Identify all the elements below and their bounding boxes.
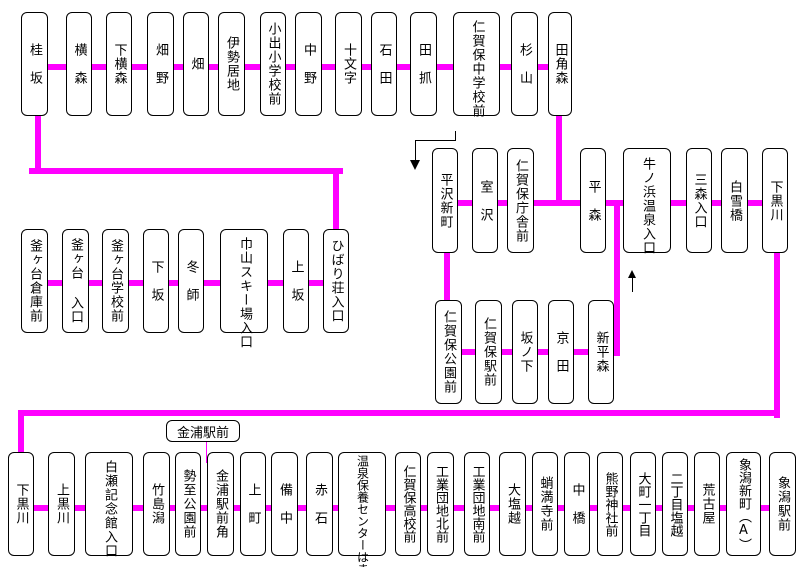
- stop-hiramori[interactable]: 平 森: [580, 148, 606, 253]
- stop-kamagadai-entrance[interactable]: 釜ヶ台 入口: [62, 229, 89, 333]
- route-line-connector-right: [333, 168, 339, 230]
- route-line-shimokurokawa-drop: [774, 252, 780, 418]
- stop-kamagadai-school[interactable]: 釜ヶ台学校前: [102, 229, 129, 333]
- stop-nikaho-park[interactable]: 仁賀保公園前: [435, 300, 462, 404]
- route-line-connector-left: [35, 115, 41, 173]
- stop-shirayuki-bridge[interactable]: 白雪橋: [721, 148, 748, 253]
- stop-oshiogoshi[interactable]: 大塩越: [499, 452, 526, 556]
- stop-bicchu[interactable]: 備 中: [271, 452, 298, 556]
- route-line-row5-left-drop: [18, 410, 24, 454]
- direction-arrow-down: [455, 131, 456, 141]
- stop-kumano-shrine[interactable]: 熊野神社前: [597, 452, 623, 556]
- stop-shirase-memorial[interactable]: 白瀬記念館入口: [85, 452, 133, 558]
- stop-kisakata-shinmachi-a[interactable]: 象潟新町（A）: [726, 452, 761, 556]
- arrow-up-icon: [628, 270, 636, 278]
- stop-tazukami[interactable]: 田 抓: [410, 12, 437, 116]
- stop-yokomori[interactable]: 横 森: [66, 12, 92, 116]
- route-line-hirasawa-drop: [444, 252, 450, 302]
- stop-kamagadai-warehouse[interactable]: 釜ヶ台倉庫前: [21, 229, 48, 333]
- stop-nikaho-city-hall[interactable]: 仁賀保庁舎前: [507, 148, 534, 253]
- route-line-shinhiramori-up: [614, 200, 620, 356]
- stop-shimokurokawa-upper[interactable]: 下黒川: [762, 148, 788, 253]
- route-line-connector-mid: [29, 168, 343, 174]
- stop-sugiyama[interactable]: 杉 山: [511, 12, 538, 116]
- stop-hibarisou-entrance[interactable]: ひばり荘入口: [323, 229, 349, 333]
- stop-nikaho-station[interactable]: 仁賀保駅前: [475, 300, 502, 404]
- stop-kanmanji[interactable]: 蛸満寺前: [532, 452, 558, 556]
- stop-toshi[interactable]: 冬 師: [178, 229, 204, 333]
- stop-shimosaka[interactable]: 下 坂: [143, 229, 169, 333]
- stop-hayama-ski-entrance[interactable]: 巾山スキー場入口: [220, 229, 268, 349]
- stop-tazunomori[interactable]: 田角森: [548, 12, 572, 116]
- stop-hirasawa-shinmachi[interactable]: 平沢新町: [432, 148, 458, 253]
- stop-seishi-park[interactable]: 勢至公園前: [175, 452, 201, 556]
- stop-nikaho-high-school[interactable]: 仁賀保高校前: [395, 452, 421, 556]
- stop-shimoyokomori[interactable]: 下横森: [106, 12, 132, 116]
- stop-jumonji[interactable]: 十文字: [335, 12, 362, 116]
- stop-kamisaka[interactable]: 上 坂: [283, 229, 309, 333]
- stop-kanoura-station-corner[interactable]: 金浦駅前角: [207, 452, 234, 556]
- stop-nakano[interactable]: 中 野: [295, 12, 322, 116]
- stop-arakoya[interactable]: 荒古屋: [694, 452, 720, 556]
- stop-onsen-hoyo-center[interactable]: 温泉保養センターはまなす前: [338, 452, 386, 567]
- stop-2chome-shiogoshi[interactable]: 二丁目塩越: [662, 452, 688, 556]
- stop-omachi-1chome[interactable]: 大町一丁目: [630, 452, 656, 556]
- stop-shimokurokawa[interactable]: 下黒川: [8, 452, 34, 556]
- stop-akaishi[interactable]: 赤 石: [306, 452, 333, 556]
- route-line-row5-top: [18, 410, 780, 416]
- stop-mimori-entrance[interactable]: 三森入口: [686, 148, 712, 253]
- arrow-down-icon: [410, 160, 420, 170]
- stop-hata[interactable]: 畑: [183, 12, 209, 116]
- stop-kamikurokawa[interactable]: 上黒川: [48, 452, 75, 556]
- stop-ushinohama-onsen[interactable]: 牛ノ浜温泉入口: [623, 148, 671, 255]
- stop-industrial-park-north[interactable]: 工業団地北前: [427, 452, 454, 556]
- stop-murosawa[interactable]: 室 沢: [472, 148, 498, 253]
- stop-industrial-park-south[interactable]: 工業団地南前: [464, 452, 490, 556]
- stop-nakabashi[interactable]: 中 橋: [564, 452, 590, 556]
- stop-ishida[interactable]: 石 田: [371, 12, 397, 116]
- stop-katsurazaka[interactable]: 桂 坂: [21, 12, 48, 116]
- stop-kyoda[interactable]: 京 田: [548, 300, 574, 404]
- stop-sakanoshita[interactable]: 坂ノ下: [512, 300, 538, 404]
- stop-kamimachi[interactable]: 上 町: [240, 452, 266, 556]
- stop-shinhiramori[interactable]: 新平森: [588, 300, 614, 404]
- callout-pointer-line: [206, 441, 207, 463]
- stop-takeshimagata[interactable]: 竹島潟: [143, 452, 170, 556]
- kanoura-station-callout: 金浦駅前: [166, 420, 240, 442]
- stop-iseichi[interactable]: 伊勢居地: [218, 12, 245, 116]
- direction-arrow-up: [632, 278, 633, 292]
- stop-koide-elementary[interactable]: 小出小学校前: [260, 12, 286, 116]
- stop-nikaho-junior-high[interactable]: 仁賀保中学校前: [453, 12, 500, 118]
- route-line-tazunomori-drop: [556, 115, 562, 205]
- stop-kisakata-station[interactable]: 象潟駅前: [769, 452, 796, 556]
- stop-hatano[interactable]: 畑 野: [147, 12, 174, 116]
